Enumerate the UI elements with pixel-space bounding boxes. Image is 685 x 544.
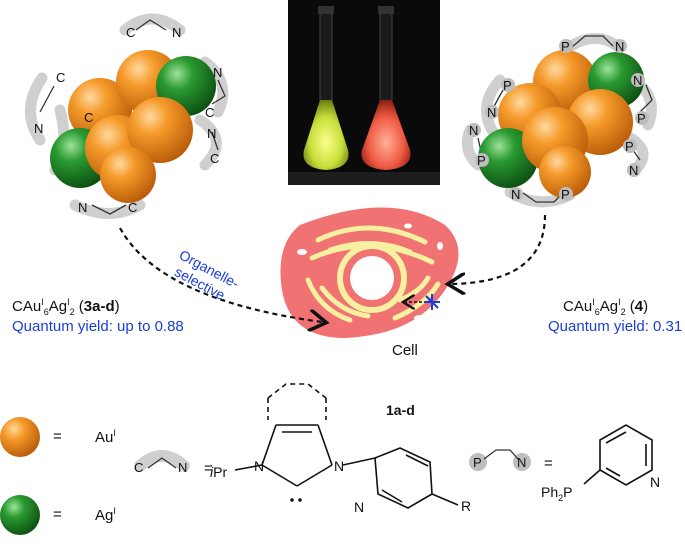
nhc-ipr: iPr (210, 464, 228, 480)
r-group: R (461, 498, 472, 514)
legend-au-sphere (0, 417, 40, 457)
arrow-left-to-cell (119, 227, 322, 322)
flask-photo (288, 0, 440, 185)
legend-ag-sphere (0, 495, 40, 535)
ligand-label: 1a-d (386, 402, 415, 418)
atom-label: N (207, 126, 216, 141)
atom-label: C (84, 110, 93, 125)
atom-label: N (511, 187, 520, 202)
atom-label: N (78, 200, 87, 215)
legend-ag-label: AgI (95, 506, 116, 524)
pyridylphosphine-structure (583, 424, 653, 486)
au-sphere (127, 97, 193, 163)
pyridine-n: N (354, 499, 365, 515)
quantum-yield-b: Quantum yield: 0.31 (548, 318, 683, 335)
legend-cn-equals: = (204, 460, 213, 477)
atom-label: P (477, 153, 486, 168)
atom-label: N (633, 73, 642, 88)
atom-label: C (210, 151, 219, 166)
nhc-n1: N (254, 458, 265, 474)
atom-label: N (615, 39, 624, 54)
cell-label: Cell (392, 342, 418, 359)
legend-pn-equals: = (544, 455, 553, 472)
ph2p-label: Ph2P (541, 484, 573, 503)
cell (280, 207, 459, 338)
legend-au-equals: = (53, 428, 62, 445)
au-sphere (539, 146, 591, 198)
pyridyl-n: N (650, 474, 661, 490)
atom-label: C (56, 70, 65, 85)
cluster-right: P N N P P N N P P N N P (461, 33, 657, 208)
target-marker (424, 294, 440, 310)
compound-b-formula: CAuI6AgI2 (4) (563, 297, 649, 317)
arrow-right-to-cell (452, 214, 547, 284)
atom-label: P (561, 187, 570, 202)
atom-label: C (126, 25, 135, 40)
au-sphere (100, 147, 156, 203)
legend-cn-n: N (178, 460, 188, 475)
atom-label: N (213, 65, 222, 80)
atom-label: N (34, 121, 43, 136)
nhc-structure (234, 383, 459, 509)
atom-label: P (561, 39, 570, 54)
atom-label: N (629, 163, 638, 178)
nhc-n3: N (334, 458, 345, 474)
atom-label: C (128, 200, 137, 215)
legend-pn-p: P (473, 455, 482, 470)
compound-a-formula: CAuI6AgI2 (3a-d) (12, 297, 120, 317)
cell-nucleus (350, 256, 394, 300)
atom-label: P (637, 111, 646, 126)
legend-cn-ligand (134, 450, 190, 472)
cluster-left: C N N C C N C N C N C (25, 13, 229, 219)
legend-cn-c: C (134, 460, 144, 475)
carbene-lone-pair (290, 498, 302, 502)
atom-label: P (625, 139, 634, 154)
atom-label: C (205, 105, 214, 120)
legend-ag-equals: = (53, 506, 62, 523)
legend-pn-ligand (469, 449, 531, 471)
quantum-yield-a: Quantum yield: up to 0.88 (12, 318, 184, 335)
atom-label: N (487, 105, 496, 120)
atom-label: N (469, 123, 478, 138)
legend-pn-n: N (517, 455, 527, 470)
atom-label: P (503, 78, 512, 93)
atom-label: N (172, 25, 181, 40)
legend-au-label: AuI (95, 428, 116, 446)
